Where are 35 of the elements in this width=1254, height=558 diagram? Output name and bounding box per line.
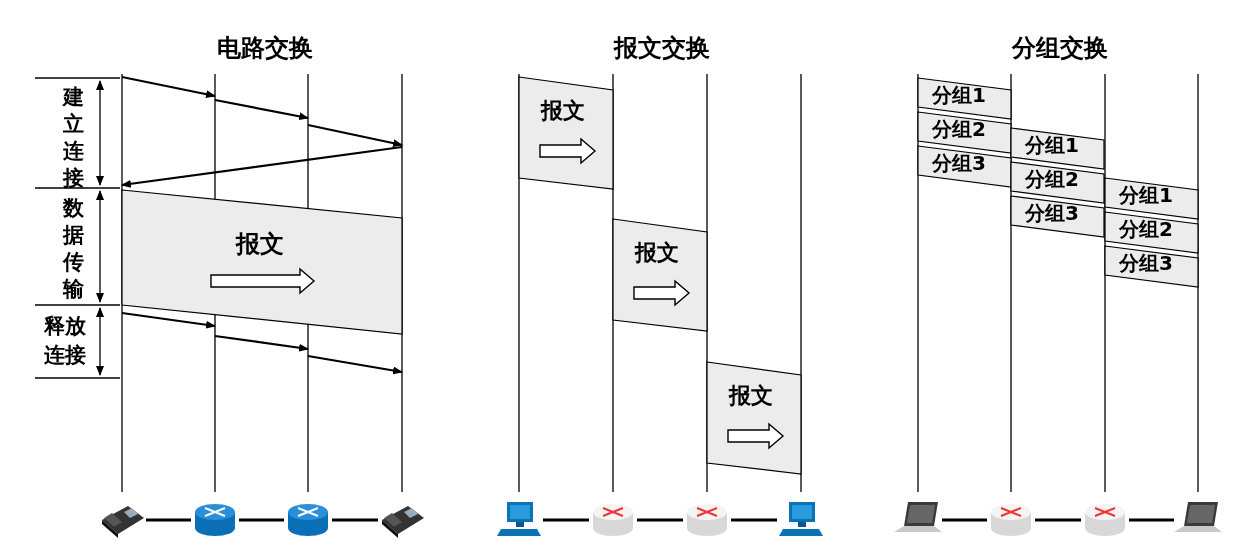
packet-label: 分组1 (1119, 182, 1173, 209)
packet-band (918, 146, 1011, 187)
phase-label: 数据传输 (61, 195, 85, 303)
link-line (332, 518, 378, 522)
packet-band (1105, 246, 1198, 287)
packet-label: 分组3 (1025, 200, 1079, 227)
message-band (519, 77, 613, 189)
phase-label: 建立连接 (61, 84, 85, 192)
message-band (707, 362, 801, 474)
band-label: 报文 (635, 239, 679, 267)
band-label: 报文 (236, 229, 284, 260)
band-label: 报文 (541, 97, 585, 125)
section-title: 分组交换 (1010, 33, 1109, 64)
packet-band (1011, 196, 1104, 237)
packet-label: 分组1 (1025, 132, 1079, 159)
packet-label: 分组1 (932, 82, 986, 109)
band-label: 报文 (729, 382, 773, 410)
link-line (543, 518, 589, 522)
link-line (942, 518, 987, 522)
link-line (239, 518, 284, 522)
link-line (731, 518, 777, 522)
packet-label: 分组2 (1119, 216, 1173, 243)
link-line (1035, 518, 1081, 522)
message-band (613, 219, 707, 331)
message-band (122, 190, 402, 334)
link-line (146, 518, 191, 522)
packet-label: 分组3 (932, 150, 986, 177)
packet-label: 分组3 (1119, 250, 1173, 277)
link-line (1129, 518, 1174, 522)
link-line (637, 518, 683, 522)
phase-label: 释放连接 (43, 313, 87, 369)
section-title: 电路交换 (216, 33, 314, 64)
packet-label: 分组2 (1025, 166, 1079, 193)
section-title: 报文交换 (612, 33, 711, 64)
packet-label: 分组2 (932, 116, 986, 143)
